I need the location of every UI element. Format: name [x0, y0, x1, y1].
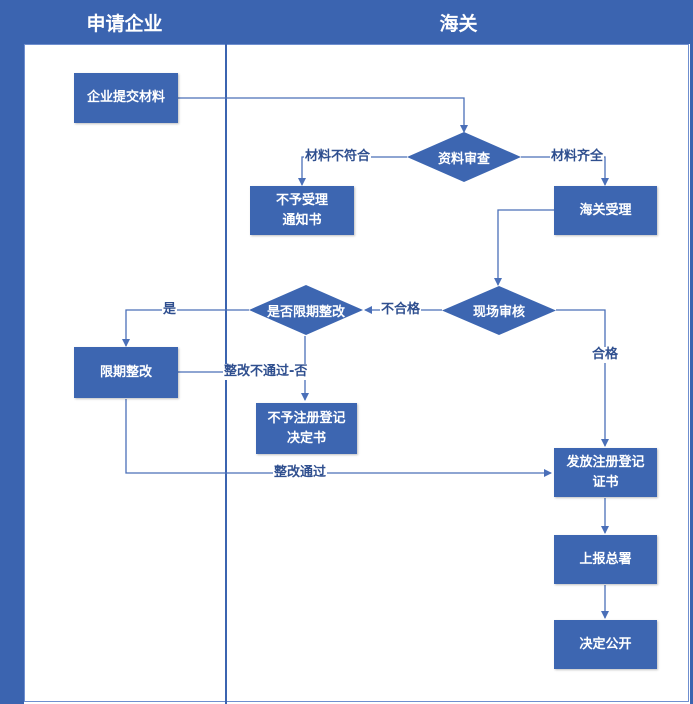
node-report-headquarters: 上报总署 [554, 535, 657, 584]
edge-label-materials-not-ok: 材料不符合 [304, 149, 372, 165]
edge-label-not-qualified: 不合格 [380, 302, 422, 318]
lane-divider [225, 0, 227, 704]
node-submit-materials: 企业提交材料 [74, 73, 178, 123]
right-lane-bar [690, 0, 693, 704]
node-publish-decision: 决定公开 [554, 620, 657, 669]
edge-label-rectify-pass: 整改通过 [273, 465, 328, 481]
lane-header-applicant: 申请企业 [24, 0, 225, 44]
edge-decision-to-rectify [122, 309, 249, 347]
node-issue-certificate: 发放注册登记 证书 [554, 448, 657, 497]
left-lane-bar [0, 0, 24, 704]
edge-review-to-reject [298, 156, 407, 186]
decision-document-review: 资料审查 [407, 132, 521, 182]
edge-label-materials-ok: 材料齐全 [550, 149, 605, 165]
decision-rectify-deadline: 是否限期整改 [249, 285, 363, 335]
edge-accept-to-site [494, 209, 554, 286]
decision-site-audit: 现场审核 [442, 286, 556, 335]
node-customs-accept: 海关受理 [554, 186, 657, 235]
node-reject-notice: 不予受理 通知书 [250, 186, 354, 235]
edge-review-to-accept [521, 156, 609, 186]
edge-label-rectify-fail: 整改不通过-否 [223, 364, 309, 380]
lane-header-customs: 海关 [227, 0, 690, 44]
lane-outline [24, 44, 689, 702]
edge-rectify-to-cert [125, 399, 552, 477]
node-rectify-deadline: 限期整改 [74, 347, 178, 398]
edge-site-to-cert [556, 309, 609, 447]
node-no-registration-decision: 不予注册登记 决定书 [256, 403, 357, 454]
edge-label-qualified: 合格 [591, 347, 620, 363]
edge-label-yes: 是 [162, 302, 178, 318]
edge-submit-to-review [178, 97, 468, 133]
